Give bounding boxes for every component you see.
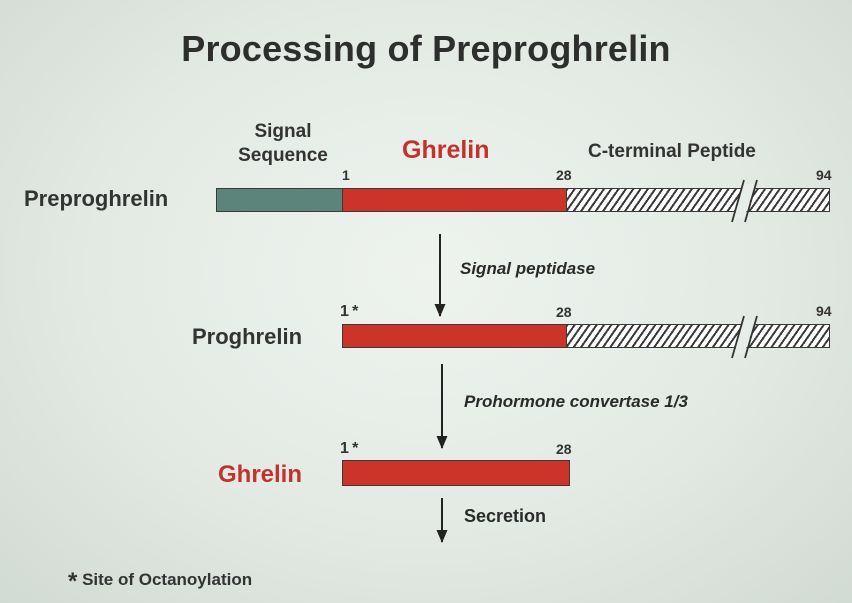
preproghrelin-label: Preproghrelin [24,186,169,211]
secretion-step: Secretion [464,506,547,526]
c-terminal-peptide-label: C-terminal Peptide [588,141,756,162]
proghrelin-label: Proghrelin [192,324,303,349]
preproghrelin-signal-segment [216,188,344,212]
ghrelin-mature-label: Ghrelin [218,461,303,488]
ghrelin-header-label: Ghrelin [402,136,490,164]
footnote-text: Site of Octanoylation [82,570,253,589]
signal-sequence-label: Signal Sequence [228,120,338,168]
signal-peptidase-arrow [434,234,446,317]
footnote: * Site of Octanoylation [68,568,252,596]
proghrelin-break-mark [731,315,758,359]
preproghrelin-end-number: 94 [816,167,832,183]
ghrelin-cut-number: 28 [556,441,572,457]
proghrelin-cut-number: 28 [556,304,572,320]
signal-label-line2: Sequence [238,145,328,166]
signal-peptidase-step: Signal peptidase [460,259,596,278]
ghrelin-segment [342,460,570,486]
footnote-symbol: * [68,568,78,595]
proghrelin-end-number: 94 [816,303,832,319]
secretion-arrow [436,498,448,543]
slide-title: Processing of Preproghrelin [181,28,671,69]
prohormone-convertase-step: Prohormone convertase 1/3 [464,392,688,411]
proghrelin-ghrelin-segment [342,324,568,348]
preproghrelin-c-terminal-segment [566,188,830,212]
preproghrelin-break-mark [731,179,758,223]
preproghrelin-start-number: 1 [342,167,350,183]
ghrelin-start-number: 1 * [340,440,359,457]
signal-label-line1: Signal [254,121,312,142]
proghrelin-start-number: 1 * [340,303,359,320]
prohormone-convertase-arrow [436,364,448,449]
preproghrelin-cut-number: 28 [556,167,572,183]
preproghrelin-ghrelin-segment [342,188,568,212]
proghrelin-c-terminal-segment [566,324,830,348]
